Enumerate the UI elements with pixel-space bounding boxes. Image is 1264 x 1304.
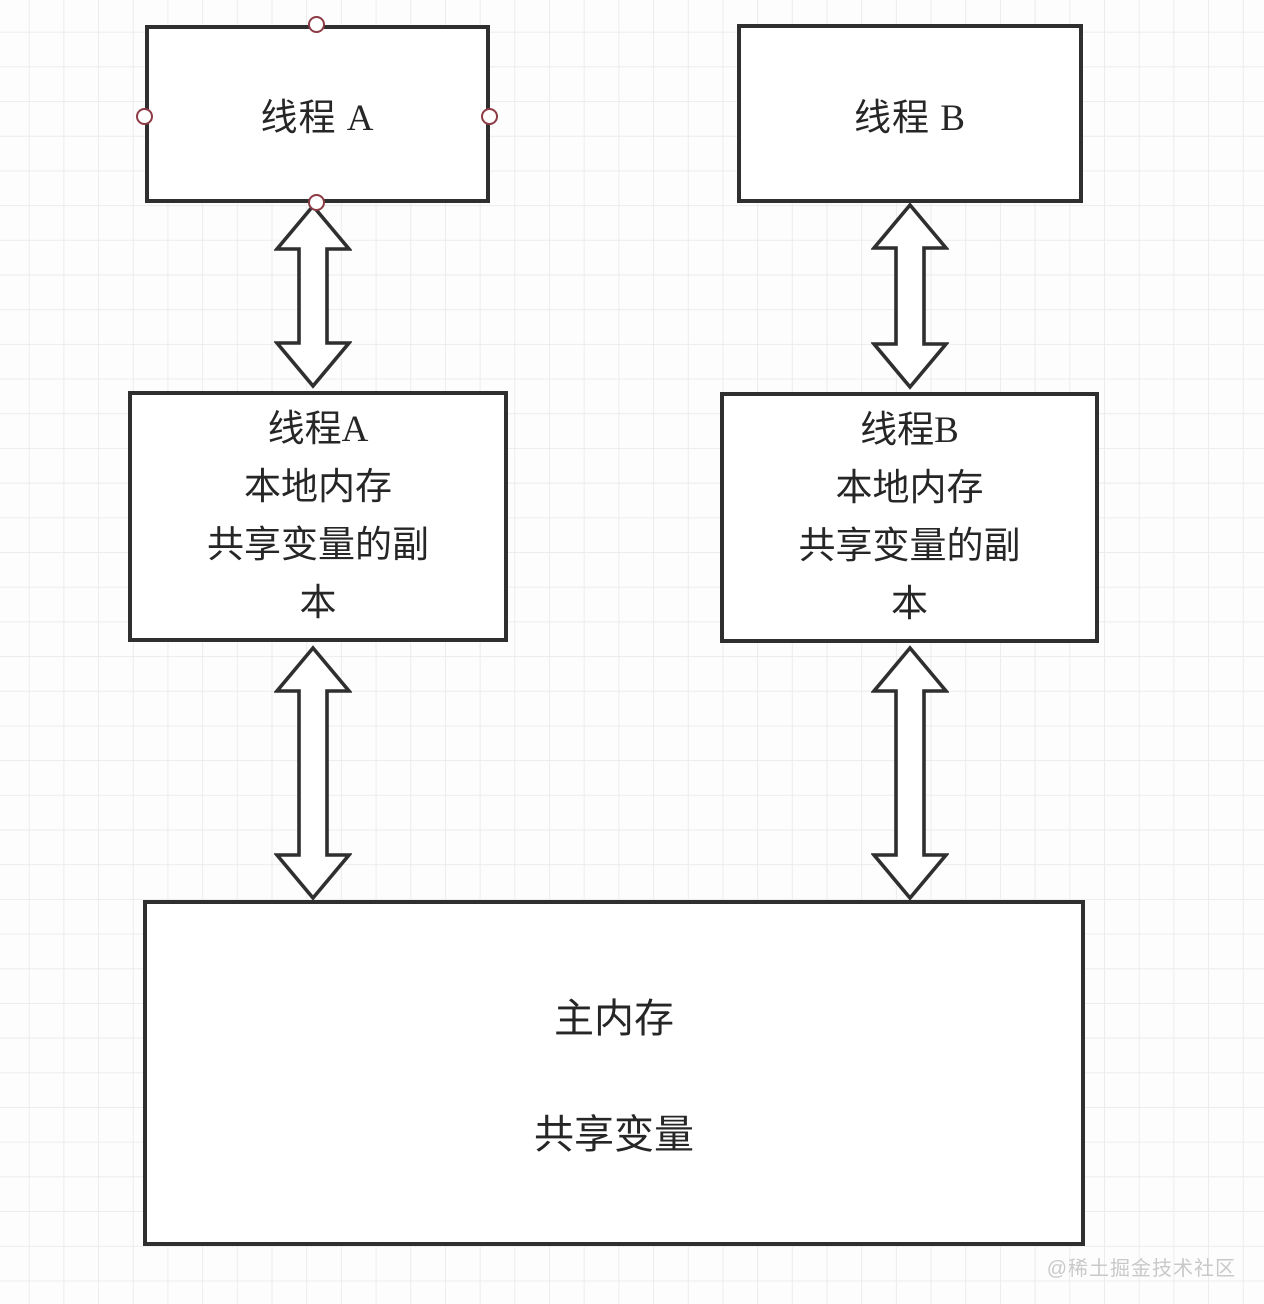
node-local-a-line: 本地内存 bbox=[244, 466, 392, 508]
juejin-watermark: @稀土掘金技术社区 bbox=[1046, 1258, 1236, 1280]
node-local-b-line: 线程B bbox=[860, 409, 959, 451]
node-main-memory-subtitle: 共享变量 bbox=[534, 1112, 694, 1157]
node-local-b-line: 本地内存 bbox=[835, 467, 984, 509]
node-thread-a-label: 线程 A bbox=[260, 98, 375, 139]
double-arrow-connector-thread-a-local-a[interactable] bbox=[274, 203, 352, 389]
selection-handle-right-icon[interactable] bbox=[481, 108, 498, 125]
double-arrow-connector-local-a-main-memory[interactable] bbox=[274, 645, 352, 901]
node-thread-a[interactable]: 线程 A bbox=[145, 25, 490, 203]
node-local-b-line: 共享变量的副 bbox=[798, 525, 1021, 567]
node-thread-b[interactable]: 线程 B bbox=[737, 24, 1083, 203]
selection-handle-top-icon[interactable] bbox=[308, 16, 325, 33]
node-main-memory-title: 主内存 bbox=[554, 996, 674, 1041]
node-local-memory-b[interactable]: 线程B 本地内存 共享变量的副 本 bbox=[720, 392, 1099, 643]
selection-handle-left-icon[interactable] bbox=[136, 108, 153, 125]
selection-handle-bottom-icon[interactable] bbox=[308, 194, 325, 211]
double-arrow-connector-thread-b-local-b[interactable] bbox=[871, 202, 949, 390]
node-local-a-line: 线程A bbox=[267, 408, 369, 450]
node-local-a-line: 共享变量的副 bbox=[207, 524, 429, 566]
node-main-memory[interactable]: 主内存 共享变量 bbox=[143, 900, 1085, 1246]
double-arrow-connector-local-b-main-memory[interactable] bbox=[871, 645, 949, 901]
node-local-a-line: 本 bbox=[299, 582, 337, 624]
node-thread-b-label: 线程 B bbox=[854, 97, 966, 139]
node-local-memory-a[interactable]: 线程A 本地内存 共享变量的副 本 bbox=[128, 391, 508, 642]
node-local-b-line: 本 bbox=[891, 583, 928, 625]
